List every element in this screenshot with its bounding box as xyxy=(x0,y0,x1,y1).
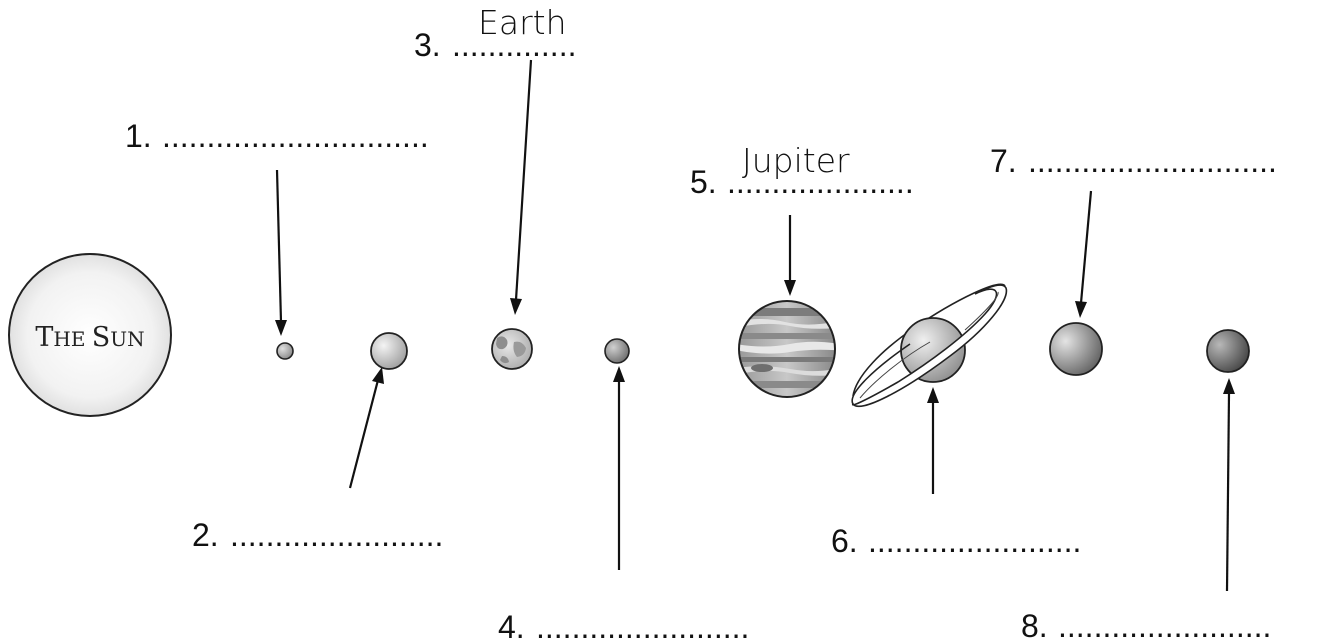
answer-blank-3[interactable]: .............. xyxy=(452,27,576,63)
sun-label: THE SUN xyxy=(35,322,144,353)
planet-1 xyxy=(276,342,294,360)
answer-blank-7[interactable]: ............................ xyxy=(1028,143,1277,179)
label-4: 4. ........................ xyxy=(498,609,749,643)
sun: THE SUN xyxy=(8,253,172,417)
planet-8 xyxy=(1206,329,1250,373)
arrow-4 xyxy=(613,366,625,570)
planet-7 xyxy=(1049,322,1103,376)
label-1: 1. .............................. xyxy=(125,118,429,154)
arrow-1 xyxy=(275,169,287,336)
arrow-5 xyxy=(784,215,796,296)
answer-blank-2[interactable]: ........................ xyxy=(230,517,443,553)
svg-text:3.: 3. xyxy=(414,27,441,63)
svg-text:5.: 5. xyxy=(690,164,717,200)
answer-blank-6[interactable]: ........................ xyxy=(868,523,1081,559)
arrow-2 xyxy=(348,367,384,489)
arrow-7 xyxy=(1075,190,1093,318)
arrow-6 xyxy=(927,387,939,494)
svg-text:7.: 7. xyxy=(990,143,1017,179)
svg-text:8.: 8. xyxy=(1021,608,1048,643)
svg-text:4.: 4. xyxy=(498,609,525,643)
planet-5-jupiter xyxy=(738,300,836,398)
label-7: 7. ............................ xyxy=(990,143,1277,179)
svg-text:1.: 1. xyxy=(125,118,152,154)
planet-6 xyxy=(851,283,1008,408)
answer-5: Jupiter xyxy=(742,141,850,180)
answer-blank-4[interactable]: ........................ xyxy=(536,609,749,643)
planet-4 xyxy=(604,338,630,364)
answer-3: Earth xyxy=(478,3,567,42)
label-5: 5. ..................... Jupiter xyxy=(690,141,914,200)
label-8: 8. ........................ xyxy=(1021,608,1271,643)
label-6: 6. ........................ xyxy=(831,523,1081,559)
label-3: 3. .............. Earth xyxy=(414,3,576,63)
svg-text:6.: 6. xyxy=(831,523,858,559)
label-2: 2. ........................ xyxy=(192,517,443,553)
arrow-8 xyxy=(1223,378,1235,592)
arrow-3 xyxy=(510,59,533,315)
answer-blank-1[interactable]: .............................. xyxy=(162,118,429,154)
svg-text:2.: 2. xyxy=(192,517,219,553)
answer-blank-5[interactable]: ..................... xyxy=(727,164,914,200)
planet-2 xyxy=(370,332,408,370)
planet-3-earth xyxy=(491,328,533,370)
answer-blank-8[interactable]: ........................ xyxy=(1058,608,1271,643)
